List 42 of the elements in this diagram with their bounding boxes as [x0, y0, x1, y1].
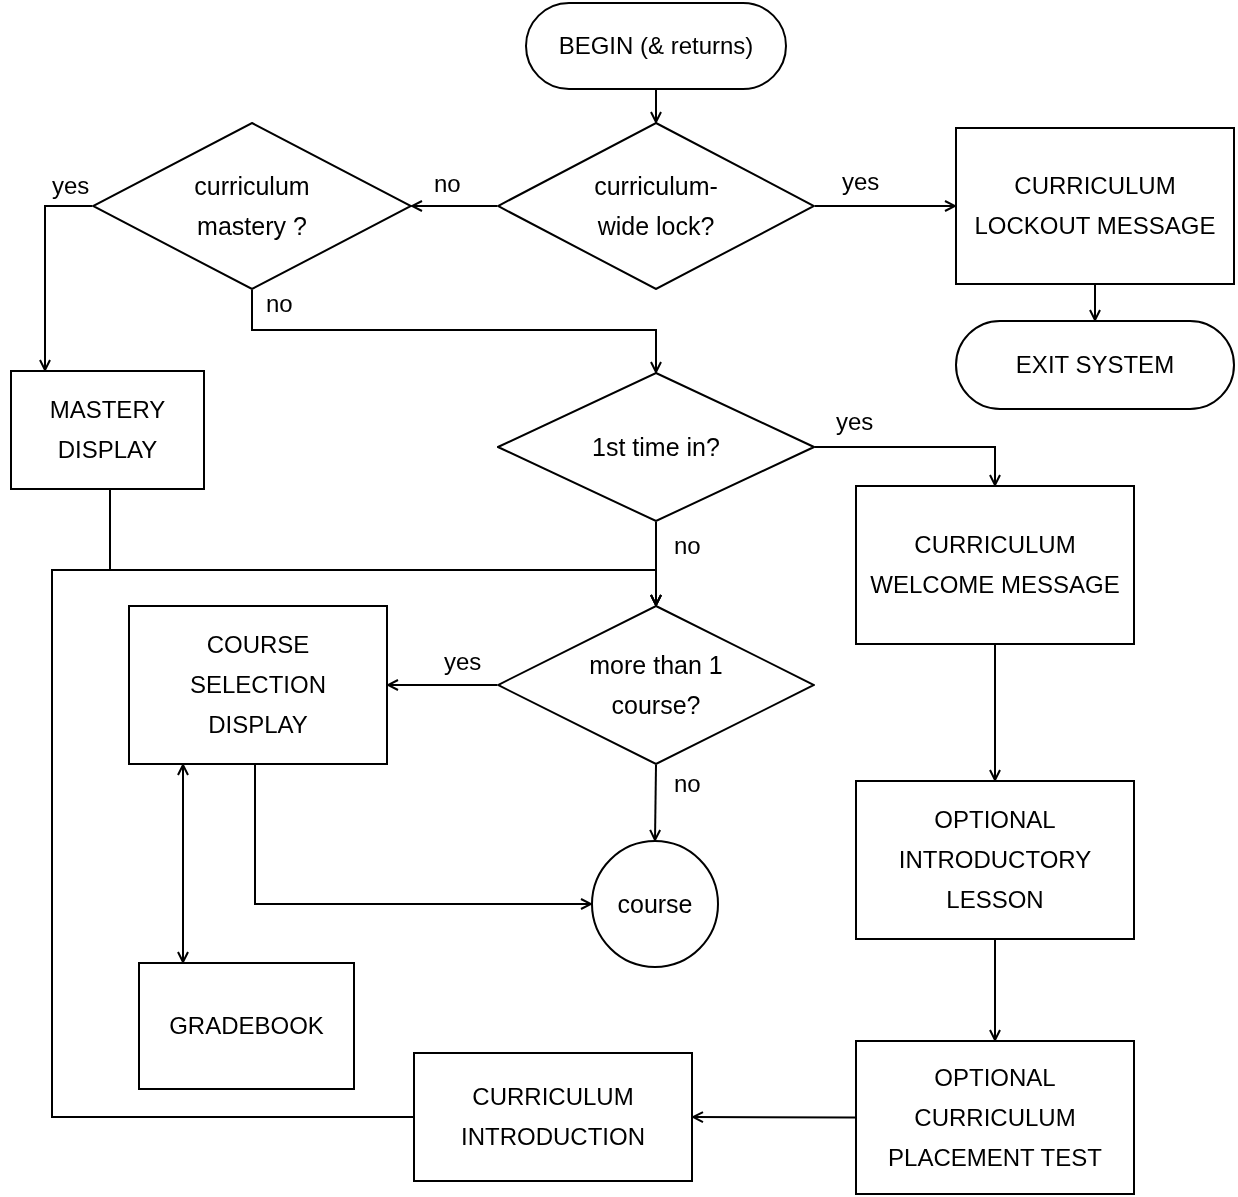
arrow	[251, 289, 662, 373]
arrow	[989, 644, 1001, 781]
node-label: COURSE SELECTION DISPLAY	[189, 630, 327, 740]
process-box	[955, 127, 1235, 285]
arrow	[814, 200, 956, 212]
node-label: BEGIN (& returns)	[557, 31, 755, 61]
node-label: OPTIONAL INTRODUCTORY LESSON	[897, 805, 1093, 915]
arrow	[39, 205, 93, 371]
arrow	[649, 764, 662, 841]
node-label: MASTERY DISPLAY	[48, 395, 167, 465]
arrow	[1089, 284, 1101, 321]
decision-diamond	[497, 372, 815, 522]
arrow	[989, 939, 1001, 1041]
arrow	[51, 569, 662, 1118]
arrow	[411, 200, 498, 212]
process-box	[413, 1052, 693, 1182]
arrow	[254, 764, 592, 910]
decision-diamond	[497, 122, 815, 290]
decision-diamond	[92, 122, 412, 290]
process-box	[855, 485, 1135, 645]
node-label: 1st time in?	[591, 432, 721, 463]
node-label: curriculum mastery ?	[193, 171, 311, 242]
arrow	[387, 679, 498, 691]
node-label: curriculum- wide lock?	[593, 171, 719, 242]
node-label: GRADEBOOK	[168, 1011, 325, 1041]
decision-diamond	[497, 605, 815, 765]
node-label: CURRICULUM LOCKOUT MESSAGE	[973, 171, 1217, 241]
process-box	[10, 370, 205, 490]
node-label: EXIT SYSTEM	[1014, 350, 1176, 380]
process-box	[855, 1040, 1135, 1195]
arrow	[814, 446, 1001, 486]
process-box	[855, 780, 1135, 940]
node-label: more than 1 course?	[588, 650, 724, 721]
process-box	[128, 605, 388, 765]
arrow	[692, 1111, 856, 1124]
process-box	[138, 962, 355, 1090]
node-label: CURRICULUM WELCOME MESSAGE	[869, 530, 1121, 600]
node-label: course	[616, 889, 694, 920]
arrow	[650, 89, 662, 123]
node-label: OPTIONAL CURRICULUM PLACEMENT TEST	[887, 1062, 1103, 1173]
arrow	[177, 764, 189, 963]
node-label: CURRICULUM INTRODUCTION	[460, 1082, 646, 1152]
